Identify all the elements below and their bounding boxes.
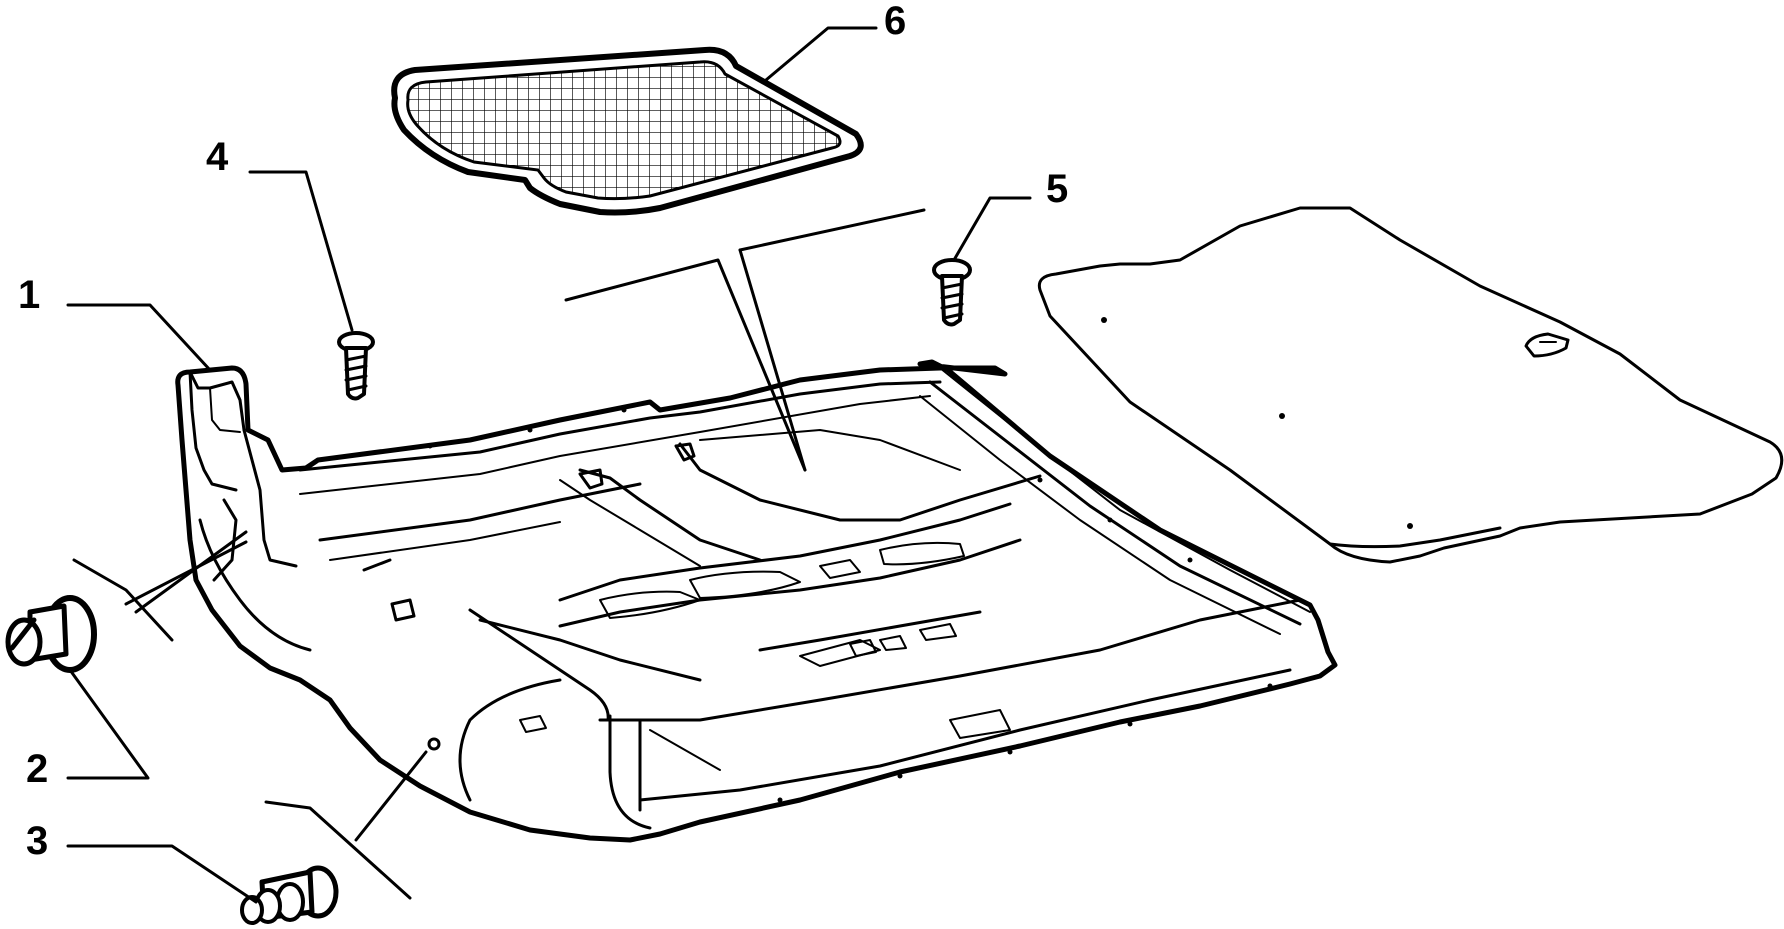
callout-6: 6 bbox=[884, 0, 906, 43]
plug-2-insert-lines bbox=[72, 558, 174, 642]
part-6-mesh-mat bbox=[391, 46, 864, 216]
leader-6 bbox=[764, 26, 878, 82]
part-3-plug bbox=[240, 865, 339, 925]
part-6-pointer-lines bbox=[564, 208, 926, 472]
callout-3: 3 bbox=[26, 819, 48, 863]
callout-4: 4 bbox=[206, 135, 229, 179]
leader-1 bbox=[66, 303, 212, 372]
callout-5: 5 bbox=[1046, 167, 1068, 211]
callout-leaders bbox=[66, 26, 1032, 904]
part-1-seat-frame bbox=[175, 359, 1338, 843]
callout-1: 1 bbox=[18, 273, 40, 317]
part-4-screw bbox=[337, 331, 375, 401]
leader-2 bbox=[66, 668, 150, 780]
leader-4 bbox=[248, 170, 354, 332]
seat-board-panel bbox=[1037, 206, 1784, 564]
leader-5 bbox=[952, 196, 1032, 262]
part-2-plug bbox=[5, 595, 97, 673]
part-5-screw bbox=[932, 258, 972, 327]
plug-3-insert-lines bbox=[264, 800, 412, 900]
callout-2: 2 bbox=[26, 747, 48, 791]
leader-3 bbox=[66, 844, 258, 904]
callout-labels: 1 2 3 4 5 6 bbox=[18, 0, 1068, 863]
